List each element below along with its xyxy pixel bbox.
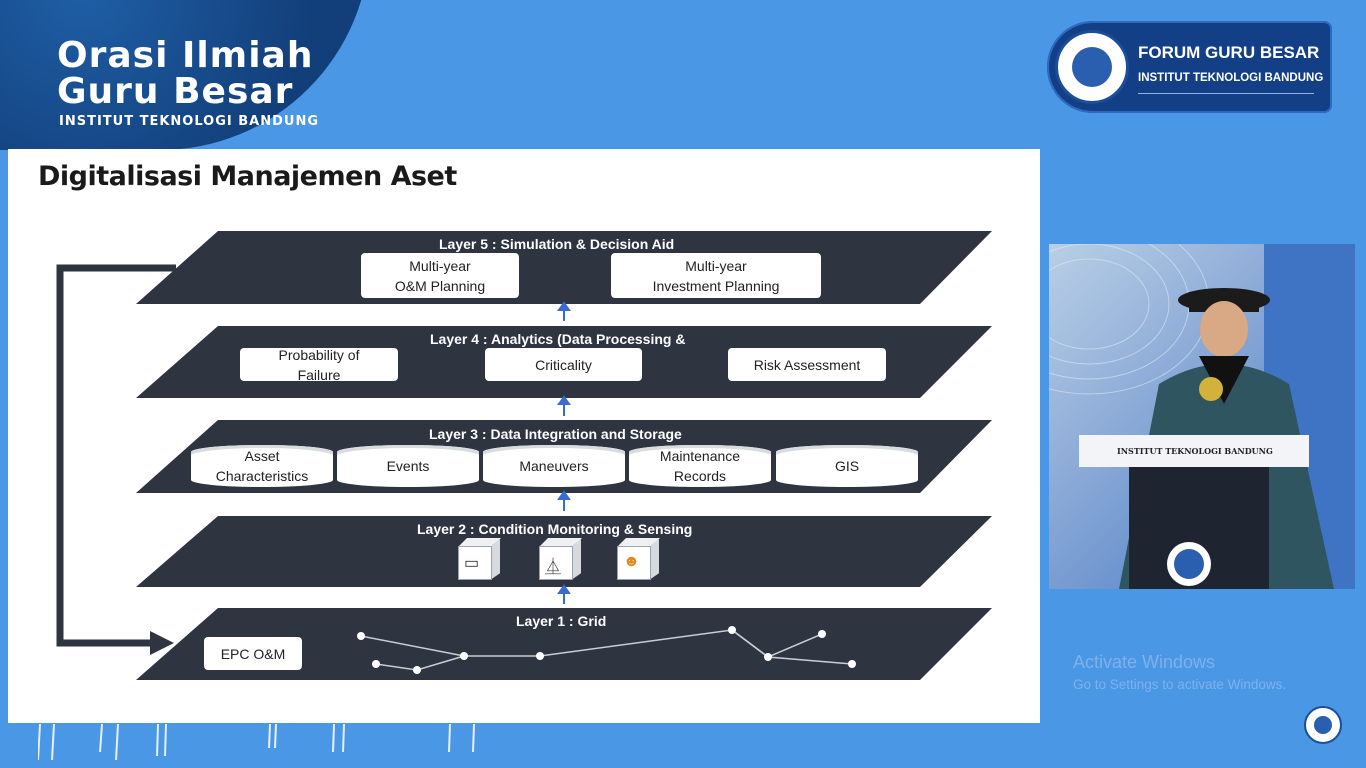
banner-title-line2: Guru Besar <box>57 71 294 112</box>
decorative-strokes <box>38 723 475 761</box>
om-planning-box: Multi-year O&M Planning <box>361 253 519 298</box>
slide-title: Digitalisasi Manajemen Aset <box>38 161 457 192</box>
activate-windows-title: Activate Windows <box>1073 652 1216 672</box>
banner-subtitle: INSTITUT TEKNOLOGI BANDUNG <box>59 114 320 129</box>
layer2-label: Layer 2 : Condition Monitoring & Sensing <box>417 521 693 537</box>
feedback-arrow <box>56 264 176 647</box>
field-worker-icon: ☻ <box>617 546 651 580</box>
itb-seal-icon <box>1055 30 1129 104</box>
probability-of-failure-box: Probability of Failure <box>240 348 398 381</box>
banner-title: Orasi Ilmiah Guru Besar <box>57 38 357 110</box>
forum-divider <box>1138 93 1314 94</box>
epc-om-box: EPC O&M <box>204 637 302 670</box>
podium-text: INSTITUT TEKNOLOGI BANDUNG <box>1117 446 1273 456</box>
forum-title: FORUM GURU BESAR <box>1138 43 1320 62</box>
layer1-label: Layer 1 : Grid <box>516 613 607 629</box>
store-asset-characteristics: Asset Characteristics <box>191 445 333 487</box>
criticality-box: Criticality <box>485 348 642 381</box>
store-maneuvers: Maneuvers <box>483 445 625 487</box>
grid-nodes <box>357 626 856 674</box>
layer5-label: Layer 5 : Simulation & Decision Aid <box>439 236 675 252</box>
layer4-label: Layer 4 : Analytics (Data Processing & <box>430 331 686 347</box>
sensor-device-icon: ▭ <box>458 546 492 580</box>
itb-corner-logo-icon <box>1304 706 1342 744</box>
store-events: Events <box>337 445 479 487</box>
presentation-slide: Digitalisasi Manajemen Aset Laye <box>8 149 1040 723</box>
tower-antenna-icon: ⏅ <box>539 546 573 580</box>
investment-planning-box: Multi-year Investment Planning <box>611 253 821 298</box>
risk-assessment-box: Risk Assessment <box>728 348 886 381</box>
forum-subtitle: INSTITUT TEKNOLOGI BANDUNG <box>1138 72 1324 84</box>
store-gis: GIS <box>776 445 918 487</box>
up-arrows <box>557 301 571 604</box>
forum-badge: FORUM GURU BESAR INSTITUT TEKNOLOGI BAND… <box>1047 21 1332 113</box>
store-maintenance-records: Maintenance Records <box>629 445 771 487</box>
activate-windows-subtitle: Go to Settings to activate Windows. <box>1073 677 1287 692</box>
banner-title-line1: Orasi Ilmiah <box>57 35 314 76</box>
layer1-plate <box>136 608 992 680</box>
speaker-video: INSTITUT TEKNOLOGI BANDUNG <box>1049 244 1355 589</box>
layer3-label: Layer 3 : Data Integration and Storage <box>429 426 682 442</box>
feedback-arrowhead <box>150 631 174 655</box>
speaker-scene <box>1049 244 1355 589</box>
